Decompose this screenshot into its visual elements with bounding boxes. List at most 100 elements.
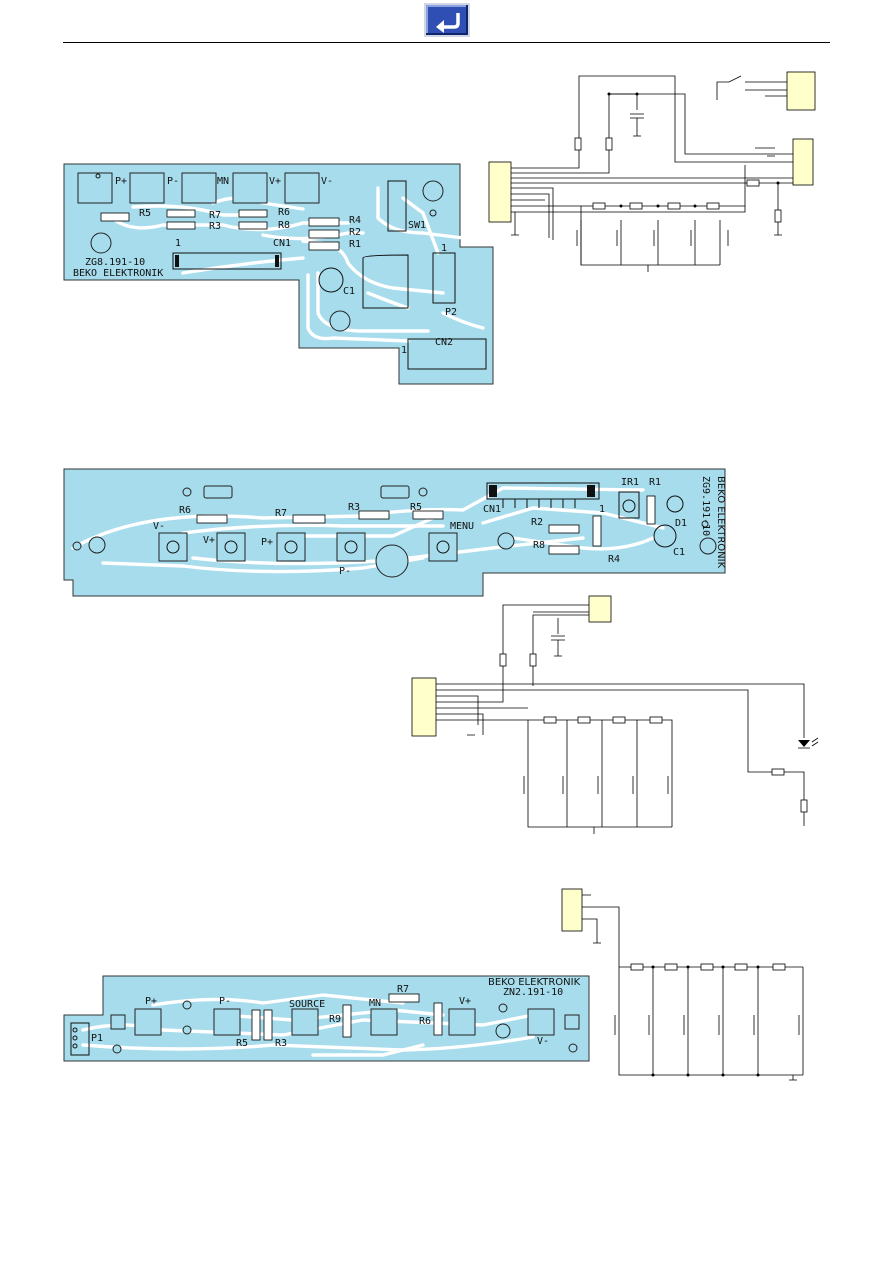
board2-label-menu: MENU: [450, 521, 474, 532]
schematic2-connector-main: [411, 677, 437, 737]
board-zg9-pcb: V- V+ P+ P- MENU R6 R7 R3 R5 R1 R2 R8 R4…: [63, 468, 726, 597]
board2-label-cn1-pin1: 1: [599, 504, 605, 515]
board3-label-v-minus: V-: [537, 1036, 549, 1047]
board1-label-v-minus: V-: [321, 176, 333, 187]
board2-id-code: ZG9.191-10: [700, 476, 711, 536]
board1-label-r6: R6: [278, 207, 290, 218]
board1-label-r8: R8: [278, 220, 290, 231]
board3-label-r5: R5: [236, 1038, 248, 1049]
board1-button-p-minus: [129, 172, 165, 204]
schematic-3: [561, 888, 804, 1081]
board1-label-p2-pin1: 1: [441, 243, 447, 254]
board2-capacitor-c1: [653, 524, 677, 548]
board1-label-r2: R2: [349, 227, 361, 238]
return-arrow-icon: [436, 13, 460, 33]
board1-id-brand: BEKO ELEKTRONIK: [73, 268, 163, 279]
board2-resistor-r2: [548, 524, 580, 534]
board2-resistor-r8: [548, 545, 580, 555]
schematic1-connector-top: [786, 71, 816, 111]
board3-label-r9: R9: [329, 1014, 341, 1025]
board2-label-r6: R6: [179, 505, 191, 516]
board2-resistor-r7: [292, 514, 326, 524]
board3-button-v-plus: [448, 1008, 476, 1036]
board1-label-p-minus: P-: [167, 176, 179, 187]
board2-ir-receiver: [618, 491, 640, 519]
board1-mount-hole: [329, 310, 351, 332]
board3-label-v-plus: V+: [459, 996, 471, 1007]
board2-label-c1: C1: [673, 547, 685, 558]
board1-label-r7: R7: [209, 210, 221, 221]
board2-button-v-minus: [158, 532, 188, 562]
board2-label-r8: R8: [533, 540, 545, 551]
board3-label-source: SOURCE: [289, 999, 325, 1010]
board1-label-c1: C1: [343, 286, 355, 297]
board1-label-r5: R5: [139, 208, 151, 219]
board3-label-r7: R7: [397, 984, 409, 995]
board1-resistor-r6: [238, 209, 268, 218]
board2-label-p-minus: P-: [339, 566, 351, 577]
board1-label-p2: P2: [445, 307, 457, 318]
board2-button-menu: [428, 532, 458, 562]
schematic-1: [488, 71, 816, 272]
board2-label-r4: R4: [608, 554, 620, 565]
board3-label-r6: R6: [419, 1016, 431, 1027]
board1-label-r4: R4: [349, 215, 361, 226]
board1-button-v-minus: [284, 172, 320, 204]
board1-resistor-r1: [308, 241, 340, 251]
board3-label-mn: MN: [369, 998, 381, 1009]
board-zg8-pcb: P+ P- MN V+ V- R5 R7 R3 R6 R8 R4 R2 R1 S…: [63, 163, 494, 385]
board1-resistor-r5: [100, 212, 130, 222]
board3-label-p1: P1: [91, 1033, 103, 1044]
board1-label-sw1: SW1: [408, 220, 426, 231]
board1-switch-sw1: [387, 180, 407, 232]
board2-resistor-r3: [358, 510, 390, 520]
board3-button-mn: [370, 1008, 398, 1036]
board3-id-brand: BEKO ELEKTRONIK: [488, 977, 581, 988]
back-button[interactable]: [424, 3, 470, 37]
board2-connector-cn1: [486, 482, 600, 500]
board1-label-cn1: CN1: [273, 238, 291, 249]
board2-id-brand: BEKO ELEKTRONIK: [715, 476, 726, 569]
board1-label-v-plus: V+: [269, 176, 281, 187]
board2-label-r3: R3: [348, 502, 360, 513]
board-zn2-pcb: P1 P+ P- SOURCE MN V+ V- R5 R3 R9 R7 R6 …: [63, 975, 590, 1062]
schematic1-connector-right: [792, 138, 814, 186]
board2-label-v-plus: V+: [203, 535, 215, 546]
board2-button-p-plus: [276, 532, 306, 562]
board3-button-v-minus: [527, 1008, 555, 1036]
board2-label-cn1: CN1: [483, 504, 501, 515]
board2-label-p-plus: P+: [261, 537, 273, 548]
board2-led-d1: [666, 495, 684, 513]
board1-button-mn: [181, 172, 217, 204]
schematic-2: [411, 595, 819, 834]
board3-resistor-r3: [263, 1009, 273, 1041]
schematic3-connector: [561, 888, 583, 932]
board2-button-v-plus: [216, 532, 246, 562]
board1-label-cn2: CN2: [435, 337, 453, 348]
board1-connector-p2: [432, 252, 456, 304]
schematic1-switches: [576, 230, 729, 246]
schematic2-connector-top: [588, 595, 612, 623]
board3-resistor-r9: [342, 1004, 352, 1038]
board3-label-p-plus: P+: [145, 996, 157, 1007]
board1-label-r3: R3: [209, 221, 221, 232]
board1-connector-cn1: [172, 252, 282, 270]
board3-button-source: [291, 1008, 319, 1036]
board3-label-r3: R3: [275, 1038, 287, 1049]
board2-resistor-r5: [412, 510, 444, 520]
board1-connector-cn2: [407, 338, 487, 370]
board2-label-r2: R2: [531, 517, 543, 528]
board2-label-d1: D1: [675, 518, 687, 529]
board1-resistor-r7: [166, 209, 196, 218]
board3-id-code: ZN2.191-10: [503, 987, 563, 998]
board2-label-r5: R5: [410, 502, 422, 513]
board1-label-cn2-pin1: 1: [401, 345, 407, 356]
board3-resistor-r6: [433, 1002, 443, 1036]
board1-label-cn1-pin1: 1: [175, 238, 181, 249]
board1-mount-hole: [90, 232, 112, 254]
schematic1-connector-main: [488, 161, 512, 223]
board1-label-mn: MN: [217, 176, 229, 187]
board3-resistor-r5: [251, 1009, 261, 1041]
header-divider: [63, 42, 830, 43]
board1-button-p-plus: [77, 172, 113, 204]
